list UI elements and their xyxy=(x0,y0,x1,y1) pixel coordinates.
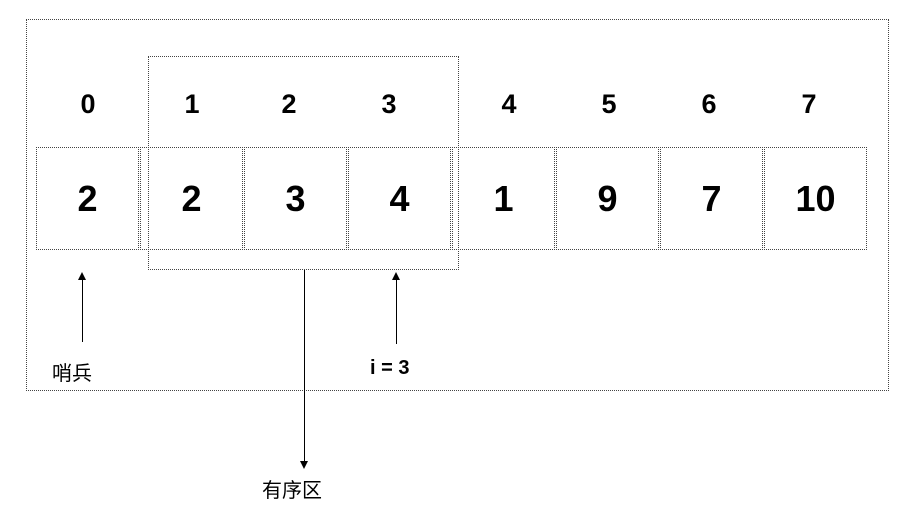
index-label-4: 4 xyxy=(501,89,517,119)
array-frame xyxy=(26,19,889,391)
index-label-7: 7 xyxy=(801,89,817,119)
index-label-6: 6 xyxy=(701,89,717,119)
pointer-arrow-shaft xyxy=(396,279,397,344)
array-cell-1: 2 xyxy=(140,147,243,250)
array-cell-0: 2 xyxy=(36,147,139,250)
sentinel-arrow-shaft xyxy=(82,279,83,342)
sentinel-arrow-head xyxy=(78,272,86,280)
array-cell-6: 7 xyxy=(660,147,763,250)
sorted-region-frame xyxy=(148,56,459,270)
sentinel-label: 哨兵 xyxy=(52,361,92,385)
sorted-region-arrow-head xyxy=(300,461,308,469)
index-label-3: 3 xyxy=(381,89,397,119)
index-label-1: 1 xyxy=(184,89,200,119)
sorted-region-label: 有序区 xyxy=(262,478,322,502)
array-cell-2: 3 xyxy=(244,147,347,250)
array-cell-5: 9 xyxy=(556,147,659,250)
array-cell-7: 10 xyxy=(764,147,867,250)
array-cell-3: 4 xyxy=(348,147,451,250)
array-cell-4: 1 xyxy=(452,147,555,250)
index-label-0: 0 xyxy=(80,89,96,119)
index-label-5: 5 xyxy=(601,89,617,119)
pointer-label: i = 3 xyxy=(370,357,410,379)
index-label-2: 2 xyxy=(281,89,297,119)
pointer-arrow-head xyxy=(392,272,400,280)
sorted-region-arrow-shaft xyxy=(304,270,305,462)
